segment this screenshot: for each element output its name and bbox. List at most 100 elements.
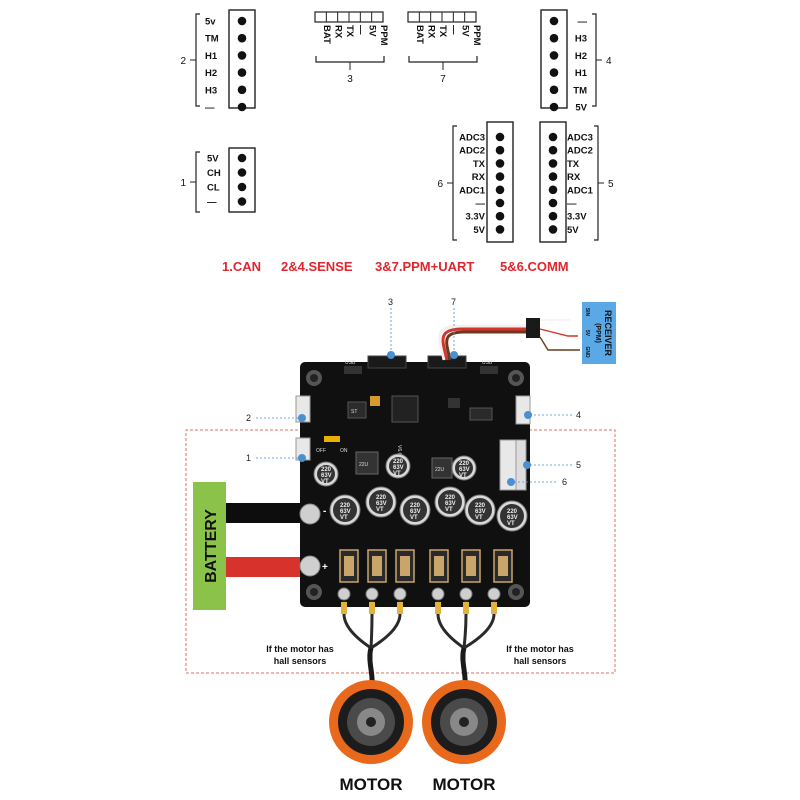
receiver-pin-gnd: GND <box>584 346 590 358</box>
board-minus-sign: - <box>323 506 326 517</box>
c5-pin-label: RX <box>567 172 581 183</box>
battery-negative-wire <box>226 503 304 523</box>
c7-pin-label: RX <box>426 25 437 39</box>
capacitor-label: VT <box>393 471 401 477</box>
battery-label: BATTERY <box>203 509 220 583</box>
receiver-title: RECEIVER <box>603 310 613 357</box>
phase-pad <box>431 587 445 601</box>
c6-pin-dot <box>495 145 505 155</box>
capacitor-label: 220 <box>321 467 332 473</box>
capacitor-label: 63V <box>393 465 404 471</box>
capacitor-label: VT <box>507 521 515 527</box>
callout-3: 3 <box>388 297 393 307</box>
c6-pin-dot <box>495 185 505 195</box>
phase-pad <box>487 587 501 601</box>
hall-note-left-line2: hall sensors <box>274 656 327 666</box>
c6-pin-label: 3.3V <box>465 212 485 223</box>
c5-pin-label: TX <box>567 159 580 170</box>
callout-6: 6 <box>562 477 567 487</box>
receiver-pin-sin: SIN <box>584 308 590 317</box>
c4-pin-dot <box>549 16 559 26</box>
c4-pin-label: — <box>578 17 588 28</box>
c4-pin-label: 5V <box>575 103 587 114</box>
capacitor-label: VT <box>459 473 467 479</box>
battery: BATTERY <box>193 482 226 610</box>
capacitor-label: 220 <box>475 503 486 509</box>
capacitor-label: VT <box>340 515 348 521</box>
phase-pad <box>365 587 379 601</box>
c5-pin-dot <box>548 225 558 234</box>
capacitor-label: 220 <box>459 461 470 467</box>
legend-comm: 5&6.COMM <box>500 259 569 274</box>
capacitor-label: VT <box>475 515 483 521</box>
legend: 1.CAN 2&4.SENSE 3&7.PPM+UART 5&6.COMM <box>222 259 569 274</box>
c6-pin-dot <box>495 198 505 208</box>
callout-7: 7 <box>451 297 456 307</box>
receiver-cable-brown <box>445 330 541 361</box>
c3-pin-label: TX <box>344 25 355 38</box>
c3-pin-label: PPM <box>378 25 389 46</box>
callout-1: 1 <box>246 453 251 463</box>
c5-pin-dot <box>548 132 558 142</box>
c1-pin-label: — <box>207 197 217 208</box>
capacitor-label: 63V <box>321 473 332 479</box>
board-version: V6.6-D <box>396 445 402 461</box>
c1-pin-dot <box>237 197 247 206</box>
phase-pad <box>393 587 407 601</box>
capacitor-label: VT <box>410 515 418 521</box>
c6-pin-label: ADC2 <box>459 146 485 157</box>
connector-6-number: 6 <box>437 179 443 190</box>
c5-pin-dot <box>548 198 558 208</box>
capacitor-label: 63V <box>445 501 456 507</box>
board-on-label: ON <box>340 448 348 454</box>
esc-board: USB USB ST V6.6-D OFF ON 22U 22U 22063VV… <box>295 355 531 607</box>
callout-5: 5 <box>576 460 581 470</box>
c2-pin-label: H1 <box>205 51 218 62</box>
hall-note-right: If the motor has hall sensors <box>506 644 574 666</box>
c4-pin-label: H3 <box>575 34 587 45</box>
c1-pin-label: 5V <box>207 154 219 165</box>
c6-pin-label: ADC3 <box>459 133 485 144</box>
connector-5-number: 5 <box>608 179 614 190</box>
hall-note-right-line2: hall sensors <box>514 656 567 666</box>
motor-wires <box>341 600 497 700</box>
board-inductor-right: 22U <box>435 467 445 473</box>
c6-pin-dot <box>495 132 505 142</box>
board-usb-left: USB <box>345 360 356 366</box>
capacitor-label: VT <box>321 479 329 485</box>
c3-pin-label: BAT <box>321 25 332 44</box>
c4-pin-label: H2 <box>575 51 587 62</box>
c5-pin-label: ADC1 <box>567 185 594 196</box>
phase-pad <box>459 587 473 601</box>
capacitor-label: 220 <box>376 495 387 501</box>
c1-pin-dot <box>237 153 247 163</box>
callout-2: 2 <box>246 413 251 423</box>
c2-pin-label: H3 <box>205 85 217 96</box>
c5-pin-label: ADC3 <box>567 133 593 144</box>
c2-pin-label: 5v <box>205 17 216 28</box>
hall-note-left: If the motor has hall sensors <box>266 644 334 666</box>
c2-pin-label: H2 <box>205 68 217 79</box>
c6-pin-dot <box>495 211 505 221</box>
c2-pin-label: — <box>205 103 215 114</box>
connector-1-number: 1 <box>180 178 186 189</box>
capacitor-label: VT <box>445 507 453 513</box>
capacitor-label: 63V <box>459 467 470 473</box>
c6-pin-label: TX <box>473 159 486 170</box>
c7-pin-label: 5V <box>460 25 471 37</box>
receiver-cable-white <box>438 320 541 361</box>
connector-7-number: 7 <box>440 74 446 85</box>
c5-pin-label: ADC2 <box>567 146 593 157</box>
c4-pin-dot <box>549 68 559 77</box>
c4-pin-dot <box>549 85 559 95</box>
capacitor-label: 63V <box>410 509 421 515</box>
c6-pin-label: 5V <box>473 225 485 236</box>
callout-4: 4 <box>576 410 581 420</box>
connector-2-number: 2 <box>180 56 186 67</box>
c2-pin-dot <box>237 33 247 43</box>
legend-ppm-uart: 3&7.PPM+UART <box>375 259 474 274</box>
